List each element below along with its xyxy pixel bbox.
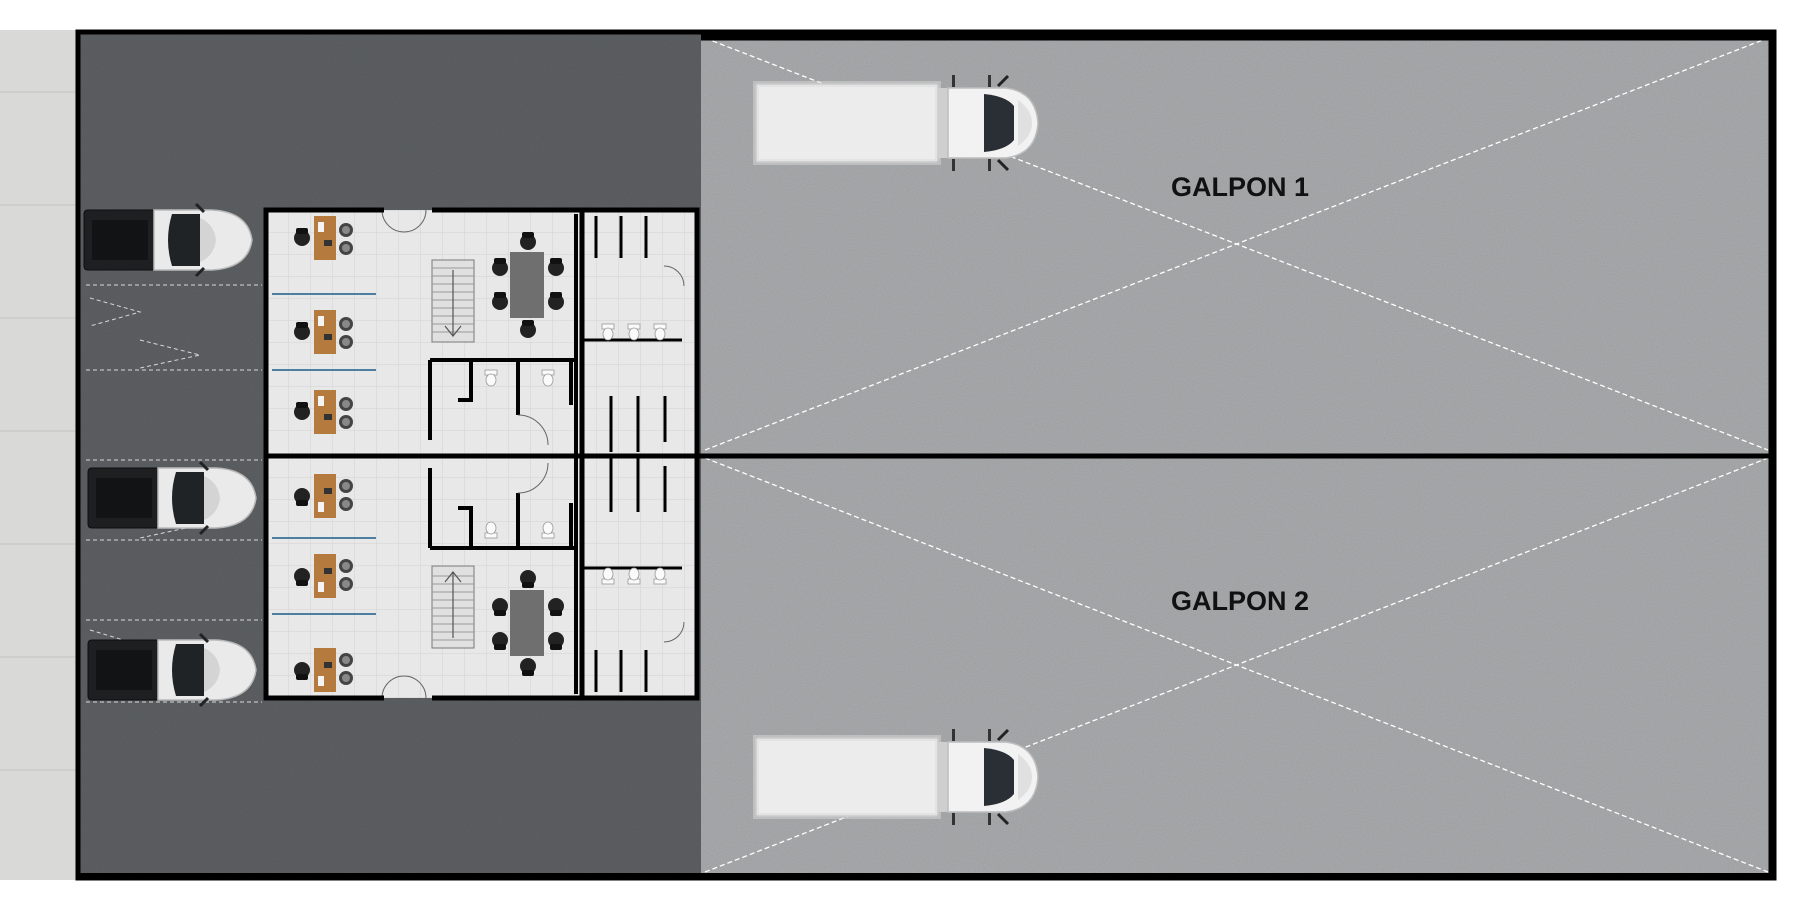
pickup-truck-icon [86,632,258,708]
office-block-2 [266,452,696,698]
site-boundary [75,29,1777,881]
warehouse-1-label: GALPON 1 [1171,172,1309,202]
sidewalk [0,30,78,880]
truck-icon [756,75,1038,171]
truck-icon [756,729,1038,825]
warehouse-2-label: GALPON 2 [1171,586,1309,616]
pickup-truck-icon [86,460,258,536]
office-block-1 [266,210,696,456]
warehouse-guide-lines [704,37,1769,873]
pickup-truck-icon [82,202,254,278]
office-walls [263,207,700,701]
